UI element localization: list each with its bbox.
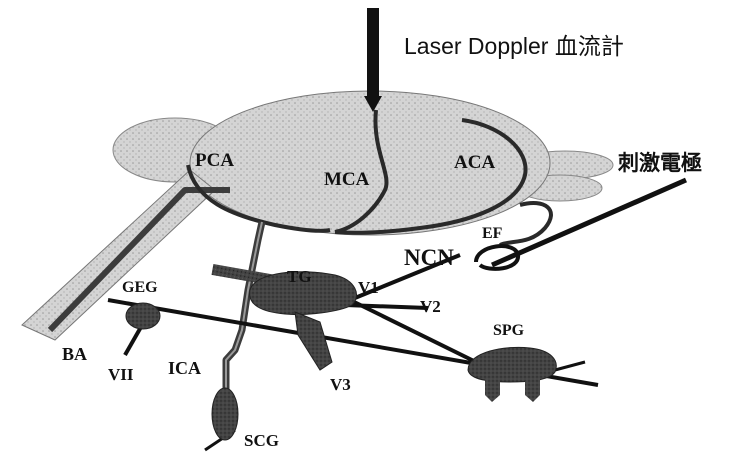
superior-cervical-ganglion bbox=[212, 388, 238, 440]
nerve-v2 bbox=[345, 305, 428, 308]
pca-label: PCA bbox=[195, 150, 234, 171]
sphenopalatine-ganglion bbox=[468, 347, 556, 382]
tg-label: TG bbox=[287, 267, 312, 286]
laser-doppler-probe bbox=[367, 8, 379, 100]
ica-vessel-inner bbox=[226, 222, 262, 400]
ica-label: ICA bbox=[168, 358, 201, 378]
aca-label: ACA bbox=[454, 152, 495, 173]
spg-foot-left bbox=[485, 378, 500, 402]
spg-label: SPG bbox=[493, 322, 525, 339]
mca-label: MCA bbox=[324, 169, 370, 190]
electrode-label: 刺激電極 bbox=[618, 151, 702, 175]
ef-label: EF bbox=[482, 225, 503, 242]
ba-label: BA bbox=[62, 344, 87, 364]
v3-label: V3 bbox=[330, 375, 351, 394]
scg-label: SCG bbox=[244, 431, 279, 450]
title-label: Laser Doppler 血流計 bbox=[404, 33, 624, 59]
ncn-label: NCN bbox=[404, 245, 454, 270]
geniculate-ganglion bbox=[126, 303, 160, 329]
nerve-spg-tail bbox=[555, 362, 585, 370]
geg-label: GEG bbox=[122, 279, 158, 296]
v3-branch bbox=[295, 312, 332, 370]
v1-label: V1 bbox=[358, 278, 379, 297]
vii-label: VII bbox=[108, 365, 134, 384]
spg-foot-right bbox=[525, 378, 540, 402]
v2-label: V2 bbox=[420, 297, 441, 316]
